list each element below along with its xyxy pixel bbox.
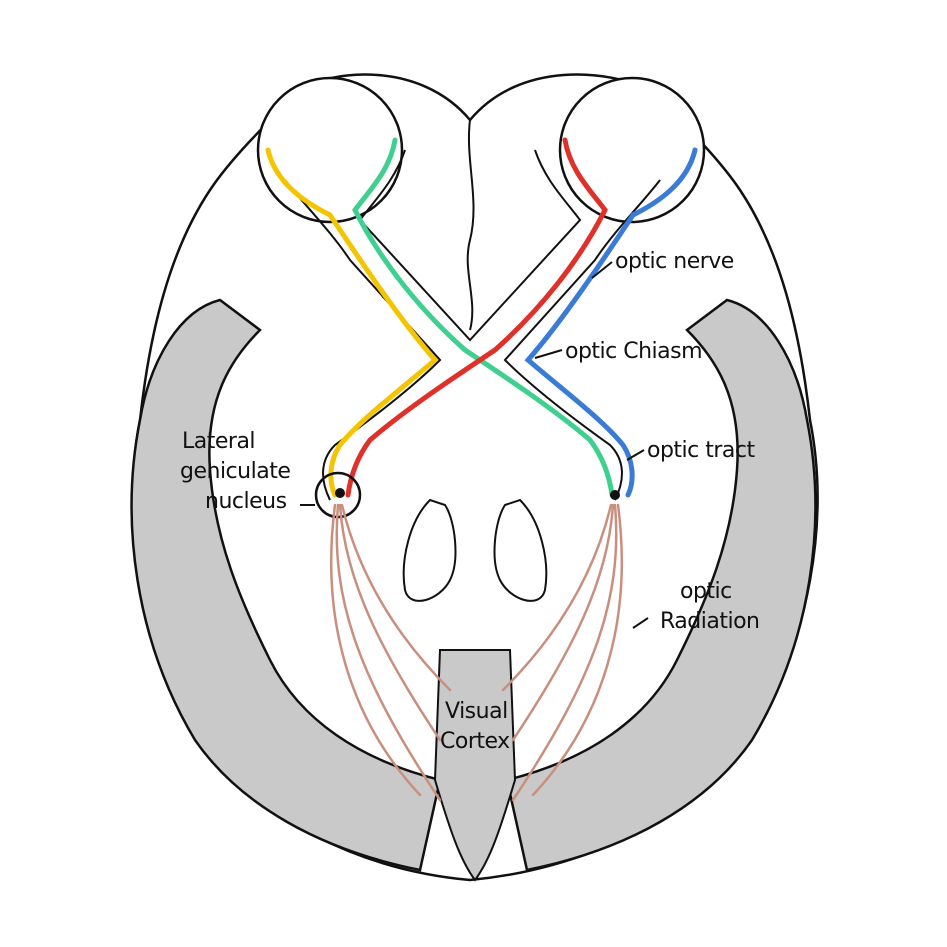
cortex-band-left <box>130 298 442 872</box>
pointer-optic-tract <box>626 449 645 461</box>
label-cortex-line1: Visual <box>445 699 508 724</box>
label-pointers <box>300 261 649 629</box>
pointer-optic-chiasm <box>534 349 563 359</box>
lgn-left-dot <box>335 488 345 498</box>
pointer-optic-nerve <box>591 261 613 279</box>
fiber-left-nasal <box>352 137 615 498</box>
brain-outline <box>131 73 819 882</box>
label-optic-chiasm: optic Chiasm <box>565 339 702 364</box>
label-optic-tract: optic tract <box>647 438 756 463</box>
cortex-band-right <box>505 298 817 872</box>
label-lgn-line3: nucleus <box>205 489 287 514</box>
pointer-radiation <box>632 617 649 629</box>
fiber-right-nasal <box>345 137 608 498</box>
midline-fissure <box>466 119 475 331</box>
label-cortex-line2: Cortex <box>440 729 510 754</box>
optic-radiation-left <box>329 503 452 802</box>
label-radiation-line1: optic <box>680 579 732 604</box>
right-eye <box>558 76 706 224</box>
lgn-right-dot <box>610 490 620 500</box>
optic-radiation-right <box>501 503 624 802</box>
label-lgn-line1: Lateral <box>182 429 255 454</box>
label-optic-nerve: optic nerve <box>615 249 734 274</box>
occipital-lobe <box>433 649 517 882</box>
fiber-right-temporal <box>524 147 698 498</box>
ventricle-right <box>493 498 548 602</box>
label-radiation-line2: Radiation <box>660 609 759 634</box>
label-lgn-line2: geniculate <box>180 459 290 484</box>
ventricle-left <box>402 498 457 602</box>
fiber-left-temporal <box>265 147 439 498</box>
left-eye <box>256 76 404 224</box>
